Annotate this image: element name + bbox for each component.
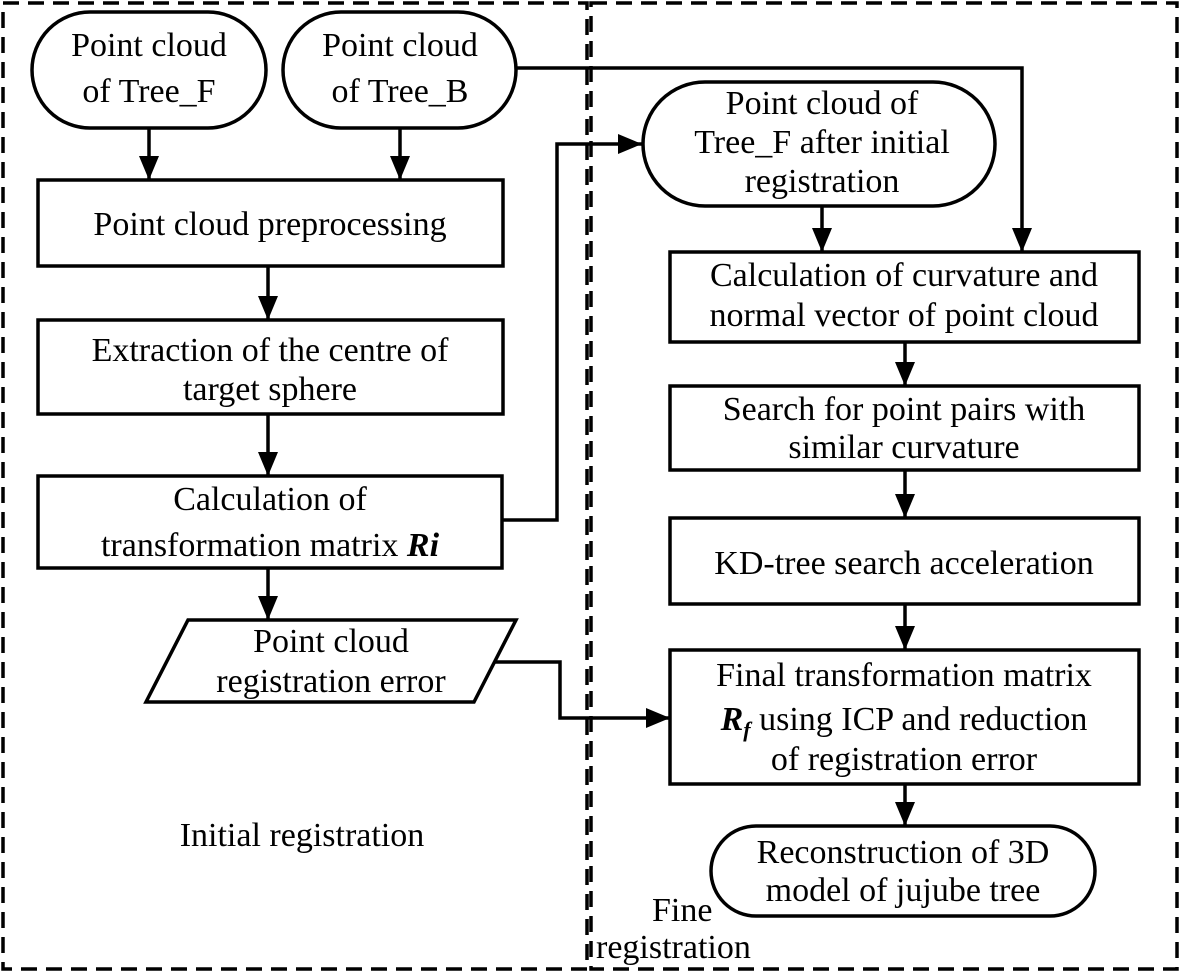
node-final: Final transformation matrix Rf using ICP…	[668, 648, 1141, 786]
node-tree-f: Point cloud of Tree_F	[30, 10, 268, 130]
node-extraction: Extraction of the centre of target spher…	[36, 318, 505, 416]
node-final-line1: Final transformation matrix	[716, 657, 1092, 694]
node-tree-f-line2: of Tree_F	[82, 73, 215, 110]
connectors	[139, 66, 1032, 826]
node-extraction-line1: Extraction of the centre of	[92, 332, 450, 369]
node-transform-symbol: Ri	[406, 527, 440, 564]
node-after-initial-line1: Point cloud of	[726, 85, 919, 122]
node-tree-b-line2: of Tree_B	[332, 73, 469, 110]
node-search-pairs-line2: similar curvature	[788, 429, 1019, 466]
node-transform: Calculation of transformation matrix Ri	[36, 474, 504, 570]
node-tree-f-line1: Point cloud	[71, 27, 227, 64]
node-error-line1: Point cloud	[253, 623, 409, 660]
node-error-line2: registration error	[216, 663, 446, 700]
node-kdtree: KD-tree search acceleration	[668, 516, 1141, 606]
node-extraction-line2: target sphere	[183, 371, 357, 408]
node-final-line2: Rf using ICP and reduction	[720, 701, 1088, 742]
node-preprocessing-line1: Point cloud preprocessing	[93, 206, 446, 243]
node-final-subscript: f	[743, 717, 753, 742]
node-after-initial-line3: registration	[745, 163, 900, 200]
node-preprocessing: Point cloud preprocessing	[36, 178, 505, 268]
node-tree-b-line1: Point cloud	[322, 27, 478, 64]
node-transform-line2-text: transformation matrix	[101, 527, 407, 564]
node-transform-line1: Calculation of	[173, 481, 367, 518]
fine-registration-label-line2: registration	[596, 929, 751, 966]
arrow-error-to-final	[494, 660, 670, 728]
fine-registration-label-line1: Fine	[652, 892, 712, 929]
arrow-tree-b-to-curvature	[516, 66, 1032, 252]
arrow-transform-to-after-initial	[502, 134, 642, 522]
node-curvature-line2: normal vector of point cloud	[709, 297, 1098, 334]
initial-registration-label: Initial registration	[180, 817, 425, 854]
node-reconstruction-line2: model of jujube tree	[766, 872, 1041, 909]
node-tree-b: Point cloud of Tree_B	[281, 10, 518, 130]
node-final-line3: of registration error	[771, 741, 1038, 778]
node-reconstruction-line1: Reconstruction of 3D	[757, 834, 1050, 871]
node-after-initial-line2: Tree_F after initial	[694, 124, 950, 161]
node-kdtree-line1: KD-tree search acceleration	[714, 545, 1093, 582]
node-curvature-line1: Calculation of curvature and	[710, 257, 1098, 294]
node-search-pairs-line1: Search for point pairs with	[723, 391, 1086, 428]
node-final-line2-text: using ICP and reduction	[751, 701, 1088, 738]
node-reconstruction: Reconstruction of 3D model of jujube tre…	[709, 824, 1097, 918]
node-final-symbol: R	[720, 701, 744, 738]
node-transform-line2: transformation matrix Ri	[101, 527, 440, 564]
node-search-pairs: Search for point pairs with similar curv…	[668, 384, 1141, 472]
node-curvature: Calculation of curvature and normal vect…	[668, 250, 1141, 344]
node-error: Point cloud registration error	[143, 618, 519, 704]
node-after-initial: Point cloud of Tree_F after initial regi…	[641, 80, 997, 208]
